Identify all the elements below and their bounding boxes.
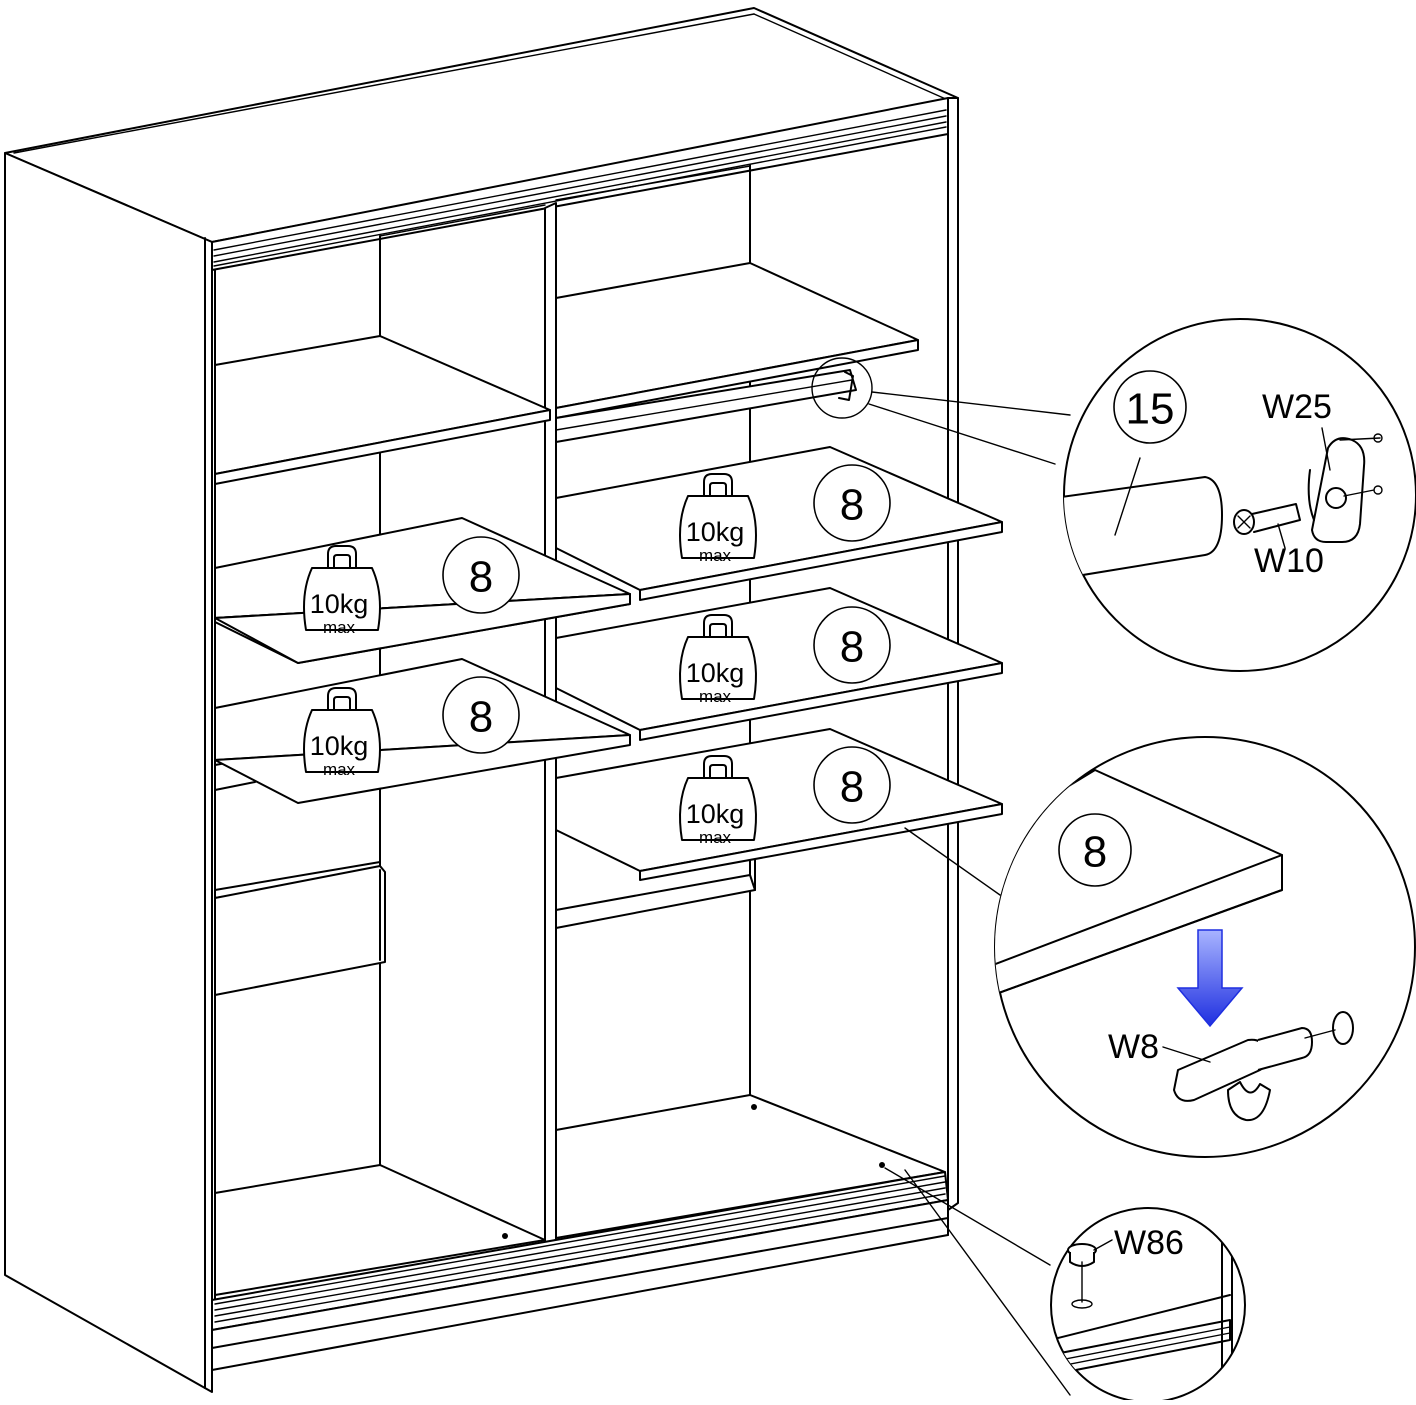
weight-note: max bbox=[699, 828, 732, 847]
bottom-left-floor bbox=[214, 1164, 546, 1296]
weight-value: 10kg bbox=[686, 658, 745, 688]
right-compartment bbox=[555, 262, 1071, 929]
cap-icon bbox=[1067, 1243, 1097, 1309]
adjustable-shelves bbox=[214, 446, 1003, 896]
bracket-part-label: W25 bbox=[1262, 388, 1332, 426]
wardrobe-carcass bbox=[4, 7, 959, 1393]
left-side-panel bbox=[4, 152, 213, 1393]
rail-part-label: 15 bbox=[1126, 385, 1175, 434]
part-label: 8 bbox=[840, 623, 864, 672]
weight-value: 10kg bbox=[686, 799, 745, 829]
rail-detail-marker bbox=[811, 357, 873, 419]
weight-value: 10kg bbox=[310, 589, 369, 619]
weight-value: 10kg bbox=[686, 517, 745, 547]
weight-note: max bbox=[323, 760, 356, 779]
weight-note: max bbox=[323, 618, 356, 637]
part-label: 8 bbox=[840, 763, 864, 812]
shelf-pin-icon bbox=[1173, 1011, 1354, 1122]
shelf-right-1 bbox=[555, 446, 1003, 601]
shelf-part-label: 8 bbox=[1083, 828, 1107, 877]
detail-shelf-support: 8 W8 bbox=[994, 736, 1416, 1158]
left-compartment bbox=[214, 335, 551, 996]
support-part-label: W8 bbox=[1108, 1028, 1159, 1066]
shelf-right-2 bbox=[555, 587, 1003, 741]
weight-icon: 10kg max bbox=[679, 614, 757, 706]
part-label: 8 bbox=[840, 481, 864, 530]
part-label: 8 bbox=[469, 693, 493, 742]
cap-part-label: W86 bbox=[1114, 1224, 1184, 1262]
weight-icon: 10kg max bbox=[679, 755, 757, 847]
weight-note: max bbox=[699, 546, 732, 565]
screw-icon bbox=[1233, 503, 1301, 535]
clothes-rail bbox=[555, 369, 857, 443]
bracket-icon bbox=[1307, 433, 1383, 543]
detail-rail-bracket: 15 W25 W10 bbox=[1063, 318, 1416, 672]
part-label: 8 bbox=[469, 553, 493, 602]
weight-icon: 10kg max bbox=[303, 545, 381, 637]
weight-value: 10kg bbox=[310, 731, 369, 761]
bottom-rail bbox=[211, 1171, 949, 1371]
shelf-right-3 bbox=[555, 728, 1003, 881]
weight-icon: 10kg max bbox=[679, 473, 757, 565]
weight-note: max bbox=[699, 687, 732, 706]
screw-part-label: W10 bbox=[1254, 542, 1324, 580]
arrow-down-icon bbox=[1176, 929, 1244, 1028]
weight-icon: 10kg max bbox=[303, 687, 381, 779]
shelf-load-callouts: 10kg max 8 10kg max 8 10kg max 8 bbox=[303, 464, 891, 847]
drawer-front bbox=[214, 865, 386, 996]
